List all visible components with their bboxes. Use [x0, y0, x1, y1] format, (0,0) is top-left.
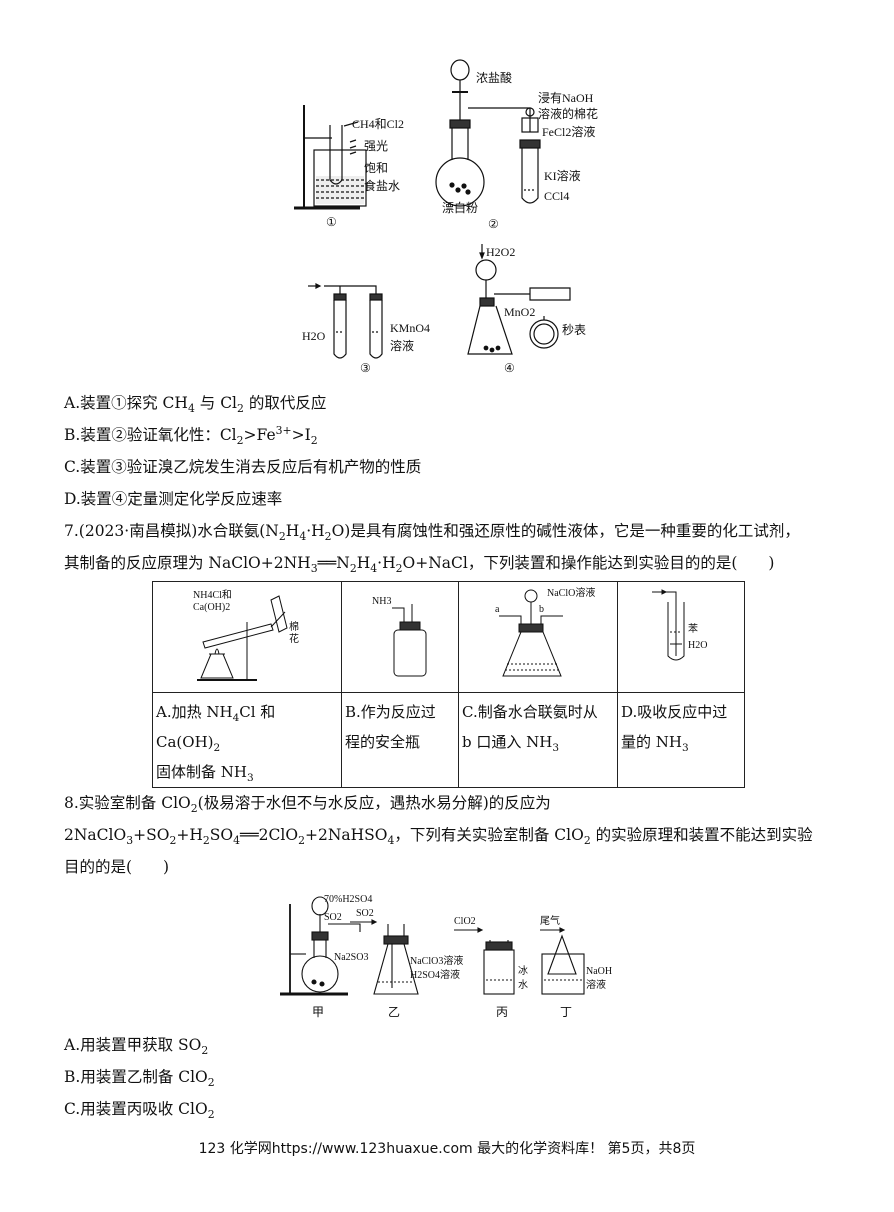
- q7-option-c: C.制备水合联氨时从 b 口通入 NH3: [458, 692, 618, 788]
- q7-fig-b-cell: NH3: [341, 581, 459, 693]
- q8-ice-label-2: 水: [518, 979, 528, 991]
- q8-clo2-label: ClO2: [454, 916, 476, 927]
- q8-tail-label: 尾气: [540, 914, 560, 927]
- q8-caption-yi: 乙: [388, 1005, 400, 1019]
- q8-acid-label: 70%H2SO4: [324, 894, 372, 905]
- q7-fig-b-label: NH3: [372, 596, 391, 607]
- q7-fig-c-cell: a b NaClO溶液: [458, 581, 618, 693]
- device-1-apparatus: [294, 105, 367, 210]
- q7-fig-a-cotton-1: 棉: [289, 620, 299, 633]
- d2-powder-label: 漂白粉: [442, 200, 478, 215]
- q8-device-ding: [540, 927, 585, 995]
- q7-options-table: NH4Cl和 Ca(OH)2 棉 花 NH3: [152, 581, 745, 788]
- device-3-apparatus: [308, 283, 383, 359]
- q7-option-b: B.作为反应过 程的安全瓶: [341, 692, 459, 788]
- q7-stem-line-1: 7.(2023·南昌模拟)水合联氨(N2H4·H2O)是具有腐蚀性和强还原性的碱…: [64, 522, 800, 544]
- q7-fig-a-label-1: NH4Cl和: [193, 589, 232, 601]
- q8-so2-label-a: SO2: [324, 912, 342, 923]
- q7-fig-d-apparatus: [652, 589, 685, 661]
- q8-device-yi: [350, 919, 419, 995]
- figure-devices-1-2: CH4和Cl2 强光 饱和 食盐水 ① 浓盐酸 浸有NaOH 溶液的棉花 FeC…: [290, 40, 630, 235]
- q7-fig-a-apparatus: [197, 595, 288, 681]
- q8-ice-label-1: 冰: [518, 964, 528, 977]
- q7-stem-line-2: 其制备的反应原理为 NaClO+2NH3══N2H4·H2O+NaCl，下列装置…: [64, 554, 775, 576]
- q8-option-c: C.用装置丙吸收 ClO2: [64, 1100, 215, 1122]
- d4-caption: ④: [504, 361, 515, 375]
- q7-fig-c-apparatus: [499, 589, 563, 677]
- d4-h2o2-label: H2O2: [486, 245, 515, 259]
- device-4-apparatus: [467, 244, 571, 355]
- q8-caption-jia: 甲: [312, 1005, 324, 1019]
- q8-stem-line-1: 8.实验室制备 ClO2(极易溶于水但不与水反应，遇热水易分解)的反应为: [64, 794, 551, 816]
- d2-ccl4-label: CCl4: [544, 189, 569, 203]
- q8-device-jia: [280, 896, 361, 996]
- q8-device-bing: [454, 927, 515, 995]
- q7-fig-d-benzene: 苯: [688, 622, 698, 635]
- d3-kmno4-label: KMnO4: [390, 321, 430, 335]
- q7-fig-c-label-a: a: [495, 604, 500, 615]
- d1-brine-label-2: 食盐水: [364, 178, 400, 193]
- d2-cotton-label-2: 溶液的棉花: [538, 106, 598, 121]
- q7-fig-d-cell: 苯 H2O: [617, 581, 745, 693]
- device-2-apparatus: [435, 59, 541, 207]
- q7-fig-a-cotton-2: 花: [289, 632, 299, 645]
- d1-caption: ①: [326, 215, 337, 229]
- q7-fig-b-apparatus: [392, 604, 427, 677]
- d3-caption: ③: [360, 361, 371, 375]
- q7-fig-c-label-b: b: [539, 604, 544, 615]
- d2-ki-label: KI溶液: [544, 168, 581, 183]
- q8-option-b: B.用装置乙制备 ClO2: [64, 1068, 215, 1090]
- d2-cotton-label-1: 浸有NaOH: [538, 91, 594, 105]
- d3-water-label: H2O: [302, 329, 326, 343]
- d4-timer-label: 秒表: [562, 323, 586, 337]
- d1-gas-label: CH4和Cl2: [352, 117, 404, 131]
- q6-option-a: A.装置①探究 CH4 与 Cl2 的取代反应: [64, 394, 327, 416]
- q8-caption-ding: 丁: [560, 1005, 572, 1019]
- q6-option-d: D.装置④定量测定化学反应速率: [64, 490, 283, 508]
- q8-caption-bing: 丙: [496, 1005, 508, 1019]
- q8-option-a: A.用装置甲获取 SO2: [64, 1036, 209, 1058]
- q8-naoh-label-2: 溶液: [586, 978, 606, 991]
- d2-caption: ②: [488, 217, 499, 231]
- q7-fig-d-water: H2O: [688, 640, 707, 651]
- q7-fig-a-cell: NH4Cl和 Ca(OH)2 棉 花: [152, 581, 342, 693]
- q8-stem-line-3: 目的的是( ): [64, 858, 170, 876]
- d1-light-label: 强光: [364, 139, 388, 153]
- q7-fig-c-naclo: NaClO溶液: [547, 586, 595, 599]
- q6-option-c: C.装置③验证溴乙烷发生消去反应后有机产物的性质: [64, 458, 422, 476]
- d2-fecl2-label: FeCl2溶液: [542, 124, 595, 139]
- q8-stem-line-2: 2NaClO3+SO2+H2SO4══2ClO2+2NaHSO4，下列有关实验室…: [64, 826, 813, 848]
- q8-so2-label-b: SO2: [356, 908, 374, 919]
- q8-h2so4-label: H2SO4溶液: [410, 968, 460, 981]
- d1-brine-label-1: 饱和: [364, 160, 388, 175]
- q8-figure: 70%H2SO4 SO2 Na2SO3 甲 SO2 NaClO3溶液 H2SO4…: [278, 884, 628, 1024]
- d2-acid-label: 浓盐酸: [476, 70, 512, 85]
- q7-option-a: A.加热 NH4Cl 和 Ca(OH)2 固体制备 NH3: [152, 692, 342, 788]
- q8-na2so3-label: Na2SO3: [334, 952, 368, 963]
- q6-option-b: B.装置②验证氧化性：Cl2>Fe3+>I2: [64, 423, 318, 448]
- q7-fig-a-label-2: Ca(OH)2: [193, 602, 230, 613]
- figure-devices-3-4: H2O KMnO4 溶液 ③ H2O2 MnO2 秒表 ④: [300, 242, 600, 378]
- q8-naoh-label-1: NaOH: [586, 966, 612, 977]
- d3-soln-label: 溶液: [390, 338, 414, 353]
- page-footer: 123 化学网https://www.123huaxue.com 最大的化学资料…: [198, 1141, 696, 1157]
- d4-mno2-label: MnO2: [504, 305, 535, 319]
- q8-naclo3-label: NaClO3溶液: [410, 954, 463, 967]
- q7-option-d: D.吸收反应中过 量的 NH3: [617, 692, 745, 788]
